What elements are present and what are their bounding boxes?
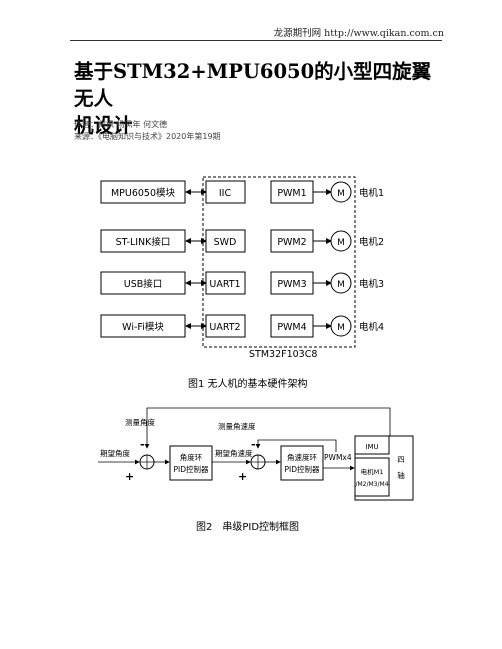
port-pwm1-label: PWM1 (277, 188, 306, 199)
block-motors (354, 457, 390, 497)
motor-2-label: 电机2 (359, 236, 384, 248)
journal-header: 龙源期刊网 http://www.qikan.com.cn (273, 28, 444, 39)
fig1-row-3: USB接口 UART1 PWM3 M 电机3 (100, 271, 384, 295)
motor-symbol-4-label: M (337, 323, 345, 333)
port-swd (205, 229, 246, 253)
sign-minus-2: - (251, 438, 256, 451)
figure-1-caption: 图1 无人机的基本硬件架构 (188, 379, 308, 390)
port-pwm4-label: PWM4 (277, 322, 306, 333)
fig1-row-4: Wi-Fi模块 UART2 PWM4 M 电机4 (100, 314, 384, 338)
block-imu-label: IMU (365, 443, 378, 451)
sign-minus-1: - (140, 438, 145, 451)
figure-2-cascade-pid: 测量角度 测量角速度 期望角度 - + 角度环 PID控制器 期望角速度 - +… (98, 407, 414, 501)
block-rate-pid-line1: 角速度环 (287, 452, 317, 462)
motor-3-label: 电机3 (359, 278, 384, 290)
port-uart2 (205, 314, 246, 338)
title-line-2: 机设计 (74, 114, 133, 137)
label-measured-rate: 测量角速度 (218, 421, 256, 431)
motor-1-label: 电机1 (359, 187, 384, 199)
motor-symbol-1 (330, 181, 352, 203)
article-authors: 作者：何枫 杨凤年 何文德 (74, 120, 168, 129)
article-title: 基于STM32+MPU6050的小型四旋翼无人 机设计 (74, 58, 434, 139)
block-wifi-label: Wi-Fi模块 (122, 321, 164, 333)
block-angle-pid-line2: PID控制器 (173, 464, 209, 474)
fig1-row-1: MPU6050模块 IIC PWM1 M 电机1 (100, 180, 384, 204)
motor-symbol-2-label: M (337, 238, 345, 248)
motor-symbol-3-label: M (337, 280, 345, 290)
fig1-row-2: ST-LINK接口 SWD PWM2 M 电机2 (100, 229, 384, 253)
port-uart2-label: UART2 (209, 322, 240, 333)
block-rate-pid (280, 445, 324, 481)
port-pwm2-label: PWM2 (277, 237, 306, 248)
label-pwm-out: PWMx4 (324, 453, 352, 462)
label-measured-angle: 测量角度 (125, 417, 155, 427)
block-angle-pid-line1: 角度环 (180, 452, 203, 462)
block-quad-line1: 四 (397, 455, 405, 464)
port-uart1 (205, 271, 246, 295)
block-imu (354, 435, 390, 455)
block-rate-pid-line2: PID控制器 (284, 464, 320, 474)
port-pwm3-label: PWM3 (277, 279, 306, 290)
block-usb-label: USB接口 (124, 278, 163, 290)
block-stlink-label: ST-LINK接口 (116, 236, 171, 248)
title-line-1: 基于STM32+MPU6050的小型四旋翼无人 (74, 60, 432, 110)
article-source: 来源：《电脑知识与技术》2020年第19期 (74, 132, 221, 141)
sign-plus-2: + (238, 470, 247, 483)
port-swd-label: SWD (214, 237, 237, 248)
port-iic-label: IIC (219, 188, 232, 199)
block-quad-line2: 轴 (397, 470, 405, 480)
motor-4-label: 电机4 (359, 321, 384, 333)
label-desired-angle: 期望角度 (100, 448, 130, 458)
motor-symbol-4 (330, 315, 352, 337)
figure-2-caption: 图2 串级PID控制框图 (196, 522, 300, 533)
motor-symbol-1-label: M (337, 189, 345, 199)
port-iic (205, 180, 246, 204)
block-motors-line2: /M2/M3/M4 (355, 481, 388, 488)
motor-symbol-2 (330, 230, 352, 252)
block-mpu6050-label: MPU6050模块 (111, 187, 176, 199)
block-angle-pid (169, 445, 213, 481)
mcu-frame (202, 176, 356, 348)
motor-symbol-3 (330, 272, 352, 294)
mcu-name: STM32F103C8 (249, 349, 317, 360)
block-motors-line1: 电机M1 (361, 467, 384, 476)
port-uart1-label: UART1 (209, 279, 240, 290)
header-rule (70, 40, 442, 41)
sign-plus-1: + (125, 470, 134, 483)
label-desired-rate: 期望角速度 (215, 448, 253, 458)
